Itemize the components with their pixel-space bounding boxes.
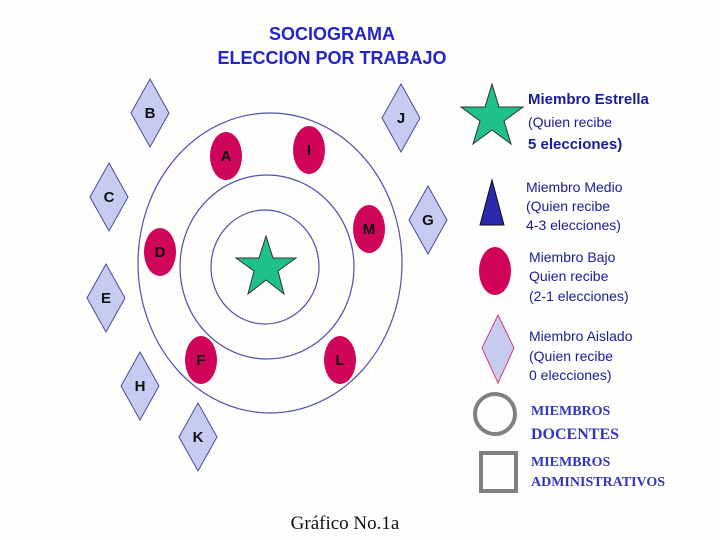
isolated-member-c: C xyxy=(89,161,129,233)
legend-medium-l1: Miembro Medio xyxy=(526,179,623,195)
member-label: C xyxy=(104,189,115,206)
figure-caption: Gráfico No.1a xyxy=(291,513,400,534)
member-label: B xyxy=(145,105,156,122)
member-label: H xyxy=(135,378,146,395)
members: A I M D F L B C E H K J G xyxy=(86,77,448,473)
low-member-a: A xyxy=(210,132,242,180)
ellipse-icon xyxy=(210,132,242,180)
member-label: K xyxy=(193,429,204,446)
member-label: D xyxy=(155,244,166,261)
ellipse-icon xyxy=(353,205,385,253)
title-line-1: SOCIOGRAMA xyxy=(269,24,395,44)
member-label: J xyxy=(397,110,405,127)
ellipse-icon xyxy=(185,336,217,384)
member-label: M xyxy=(363,221,376,238)
ellipse-icon xyxy=(324,336,356,384)
legend-admin-l2: ADMINISTRATIVOS xyxy=(531,475,665,490)
title-line-2: ELECCION POR TRABAJO xyxy=(217,48,446,68)
middle-ring xyxy=(179,174,355,360)
ellipse-icon xyxy=(144,228,176,276)
member-label: F xyxy=(196,352,205,369)
legend-low-l2: Quien recibe xyxy=(529,268,609,284)
ellipse-icon xyxy=(293,126,325,174)
isolated-member-j: J xyxy=(381,82,421,154)
legend-circle-icon xyxy=(473,392,517,436)
legend-medium-l3: 4-3 elecciones) xyxy=(526,217,621,233)
legend-isolated-l3: 0 elecciones) xyxy=(529,367,612,383)
diamond-icon xyxy=(89,161,129,233)
member-label: I xyxy=(307,142,311,159)
legend-triangle-icon xyxy=(479,178,505,226)
low-member-d: D xyxy=(144,228,176,276)
isolated-member-e: E xyxy=(86,262,126,334)
diamond-icon xyxy=(408,184,448,256)
member-label: G xyxy=(422,212,434,229)
legend-square-icon xyxy=(479,451,518,493)
legend-star-icon xyxy=(459,82,525,146)
low-member-i: I xyxy=(293,126,325,174)
isolated-member-k: K xyxy=(178,401,218,473)
legend-teachers-l2: DOCENTES xyxy=(531,426,619,443)
isolated-member-g: G xyxy=(408,184,448,256)
star-member-icon xyxy=(234,234,298,296)
diamond-icon xyxy=(86,262,126,334)
legend-diamond-icon xyxy=(481,313,515,385)
legend-medium-l2: (Quien recibe xyxy=(526,198,610,214)
legend-star-l1: Miembro Estrella xyxy=(528,91,650,108)
low-member-l: L xyxy=(324,336,356,384)
legend-low-l3: (2-1 elecciones) xyxy=(529,288,629,304)
rings xyxy=(137,112,403,414)
isolated-member-b: B xyxy=(130,77,170,149)
legend-star-l2: (Quien recibe xyxy=(528,114,612,130)
legend-ellipse-icon xyxy=(479,247,511,295)
diamond-icon xyxy=(120,350,160,422)
diamond-icon xyxy=(130,77,170,149)
legend-low-l1: Miembro Bajo xyxy=(529,249,616,265)
isolated-member-h: H xyxy=(120,350,160,422)
legend-isolated-l1: Miembro Aislado xyxy=(529,328,633,344)
outer-ring xyxy=(137,112,403,414)
member-label: A xyxy=(221,148,232,165)
legend-isolated-l2: (Quien recibe xyxy=(529,348,613,364)
legend-star-l3: 5 elecciones) xyxy=(528,136,622,153)
legend-admin-l1: MIEMBROS xyxy=(531,455,611,470)
member-label: L xyxy=(335,352,344,369)
diamond-icon xyxy=(178,401,218,473)
diamond-icon xyxy=(381,82,421,154)
low-member-f: F xyxy=(185,336,217,384)
inner-ring xyxy=(210,209,320,325)
member-label: E xyxy=(101,290,111,307)
low-member-m: M xyxy=(353,205,385,253)
legend-teachers-l1: MIEMBROS xyxy=(531,404,611,419)
